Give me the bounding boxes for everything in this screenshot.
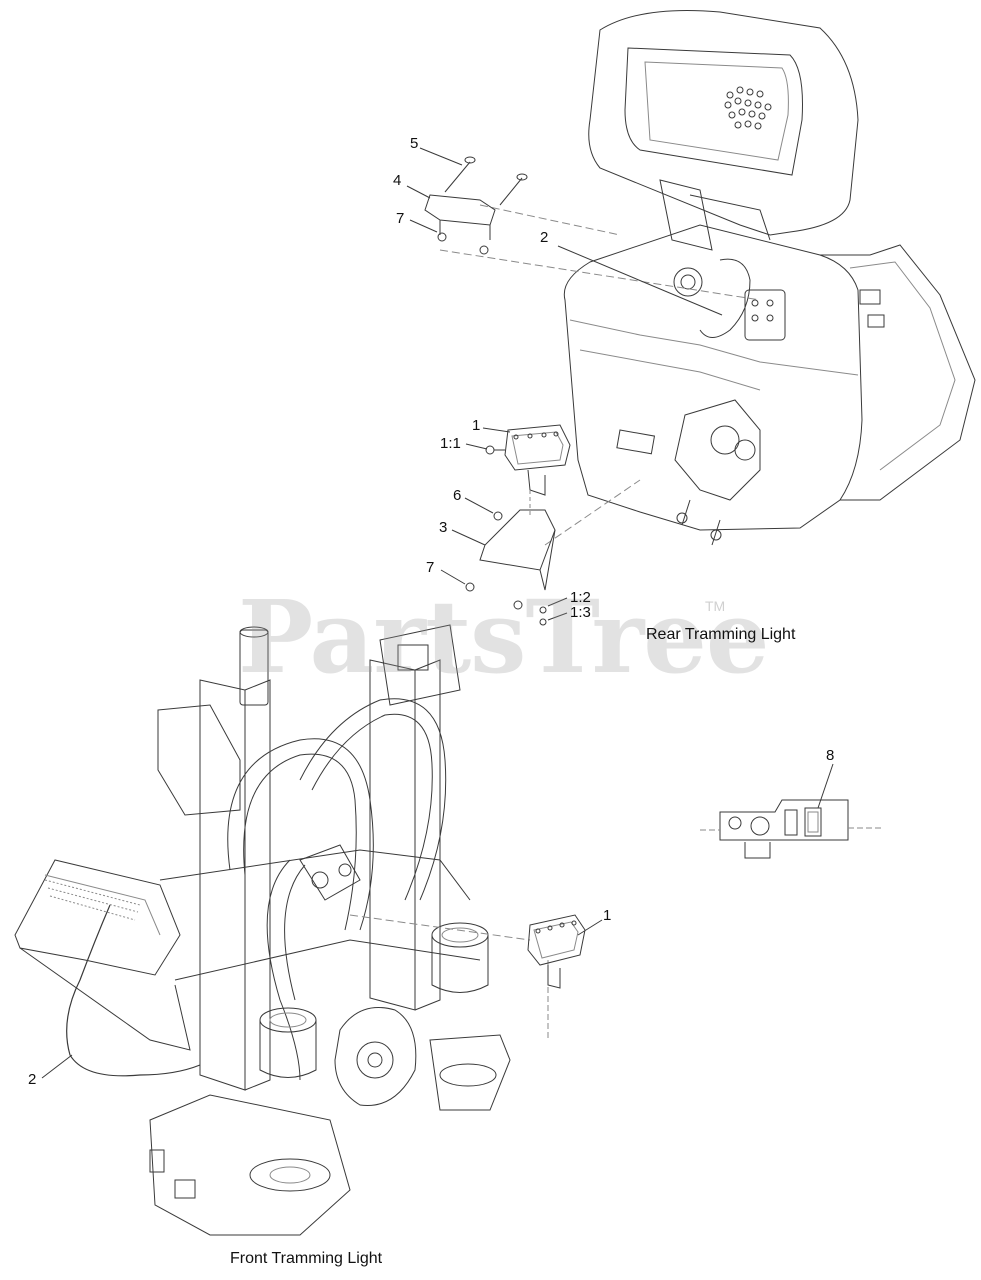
callout-4: 4 <box>393 172 402 189</box>
callout-2-rear: 2 <box>540 229 549 246</box>
callout-1-front: 1 <box>603 907 612 924</box>
switch-panel-8 <box>700 800 882 858</box>
callout-7-upper: 7 <box>396 210 405 227</box>
callout-1-2: 1:2 <box>570 589 591 606</box>
callout-3: 3 <box>439 519 448 536</box>
callout-1-3: 1:3 <box>570 604 591 621</box>
callout-5: 5 <box>410 135 419 152</box>
callout-1-rear: 1 <box>472 417 481 434</box>
leader-lines <box>42 148 833 1078</box>
rear-console-assembly <box>440 10 975 545</box>
trademark-symbol: TM <box>705 598 726 614</box>
brand-watermark: PartsTree <box>238 578 770 696</box>
front-tramming-light <box>528 915 585 988</box>
callout-7-lower: 7 <box>426 559 435 576</box>
callout-1-1: 1:1 <box>440 435 461 452</box>
caption-rear-tramming-light: Rear Tramming Light <box>646 626 796 643</box>
caption-front-tramming-light: Front Tramming Light <box>230 1250 383 1267</box>
callout-6: 6 <box>453 487 462 504</box>
callout-2-front: 2 <box>28 1071 37 1088</box>
bracket-assembly-4 <box>425 157 527 254</box>
front-traction-assembly <box>15 625 548 1235</box>
speaker-grille <box>725 87 771 129</box>
rear-tramming-light <box>466 425 570 625</box>
callout-8: 8 <box>826 747 835 764</box>
